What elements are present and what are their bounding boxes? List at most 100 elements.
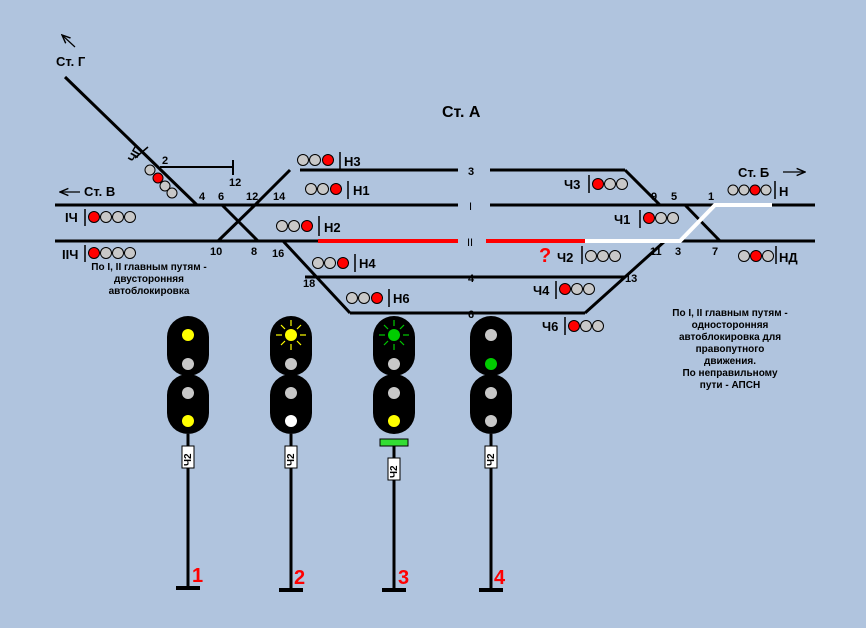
signal-label: Н3 [344, 154, 361, 169]
lamp-red [88, 247, 100, 259]
switch-number: 18 [303, 278, 315, 290]
note-line: односторонняя [691, 320, 769, 331]
switch-number: 10 [210, 246, 222, 258]
lamp-off [738, 184, 750, 196]
lamp-off [738, 250, 750, 262]
signal-label: IIЧ [62, 247, 78, 262]
mast-plate [284, 445, 298, 469]
signal-label: ЧГ [125, 144, 145, 164]
option-signal-3[interactable]: Ч2 3 [373, 316, 415, 592]
signal-ch4: Ч4 [533, 281, 595, 299]
switch-number: 3 [675, 246, 681, 258]
lamp-yellow [182, 329, 194, 341]
lamp-red [301, 220, 313, 232]
lamp-off [604, 178, 616, 190]
track-number: 4 [468, 273, 475, 285]
note-line: По I, II главным путям - [672, 308, 788, 319]
lamp-red [88, 211, 100, 223]
lamp-off [288, 220, 300, 232]
lamp-off [144, 164, 156, 176]
lamp-green [388, 329, 400, 341]
signal-label: Ч4 [533, 283, 550, 298]
lamp-off [485, 329, 497, 341]
lamp-off [285, 387, 297, 399]
switch-number: 13 [625, 273, 637, 285]
lamp-off [485, 387, 497, 399]
lamp-off [317, 183, 329, 195]
mast-plate [387, 457, 401, 481]
option-number: 1 [192, 565, 203, 587]
switch-number: 6 [218, 191, 224, 203]
signal-label: Н1 [353, 183, 370, 198]
lamp-off [182, 358, 194, 370]
lamp-off [297, 154, 309, 166]
lamp-off [485, 415, 497, 427]
lamp-rays [379, 320, 409, 350]
option-number: 2 [294, 567, 305, 589]
signal-head-upper [470, 316, 512, 376]
lamp-red [337, 257, 349, 269]
switch-number: 8 [251, 246, 257, 258]
station-g-label: Ст. Г [56, 54, 86, 69]
lamp-white [285, 415, 297, 427]
lamp-off [324, 257, 336, 269]
signal-ch2: ? Ч2 [539, 245, 621, 267]
note-line: автоблокировка для [678, 332, 782, 343]
signal-n3: Н3 [297, 152, 361, 170]
lamp-off [762, 250, 774, 262]
lamp-off [358, 292, 370, 304]
signal-label: Н [779, 184, 788, 199]
signal-ich: IЧ [65, 209, 136, 226]
signal-ch1: Ч1 [614, 210, 679, 228]
lamp-off [760, 184, 772, 196]
signal-n1: Н1 [305, 181, 370, 199]
signal-label: Ч2 [557, 250, 573, 265]
lamp-rays [276, 320, 306, 350]
note-line: двусторонняя [114, 274, 184, 285]
signal-ch3: Ч3 [564, 175, 628, 193]
note-line: правопутного [695, 344, 765, 355]
signal-chg: ЧГ [125, 144, 178, 199]
connector-16-18 [281, 239, 352, 315]
signal-label: Н4 [359, 256, 376, 271]
connector-9 [623, 168, 662, 207]
lamp-off [312, 257, 324, 269]
white-route [585, 203, 772, 243]
switch-number: 5 [671, 191, 677, 203]
signal-label: IЧ [65, 210, 78, 225]
lamp-off [388, 358, 400, 370]
lamp-off [597, 250, 609, 262]
connector-5-7 [683, 203, 722, 243]
signal-label: Ч1 [614, 212, 630, 227]
lamp-off [166, 187, 178, 199]
signal-nd: НД [738, 246, 798, 265]
signal-label: Ч6 [542, 319, 558, 334]
track-number: I [469, 201, 472, 213]
lamp-off [346, 292, 358, 304]
signal-n4: Н4 [312, 254, 376, 272]
lamp-off [571, 283, 583, 295]
signal-label: НД [779, 250, 798, 265]
switch-number: 14 [273, 191, 286, 203]
lamp-red [750, 250, 762, 262]
track-number: 6 [468, 309, 474, 321]
question-mark: ? [539, 245, 551, 267]
lamp-yellow [388, 415, 400, 427]
lamp-off [655, 212, 667, 224]
switch-number: 2 [162, 155, 168, 167]
mast-plate [181, 445, 195, 469]
option-signal-2[interactable]: Ч2 2 [270, 316, 312, 592]
option-signal-1[interactable]: Ч2 1 [167, 316, 209, 590]
note-right: По I, II главным путям - односторонняя а… [650, 308, 810, 392]
branch-st-g [63, 75, 199, 207]
switch-number: 12 [229, 177, 241, 189]
option-signal-4[interactable]: Ч2 4 [470, 316, 512, 592]
lamp-red [559, 283, 571, 295]
mast-plate-text: Ч2 [183, 453, 194, 466]
lamp-off [276, 220, 288, 232]
lamp-off [609, 250, 621, 262]
lamp-off [124, 247, 136, 259]
switch-number: 7 [712, 246, 718, 258]
note-line: По I, II главным путям - [91, 262, 207, 273]
